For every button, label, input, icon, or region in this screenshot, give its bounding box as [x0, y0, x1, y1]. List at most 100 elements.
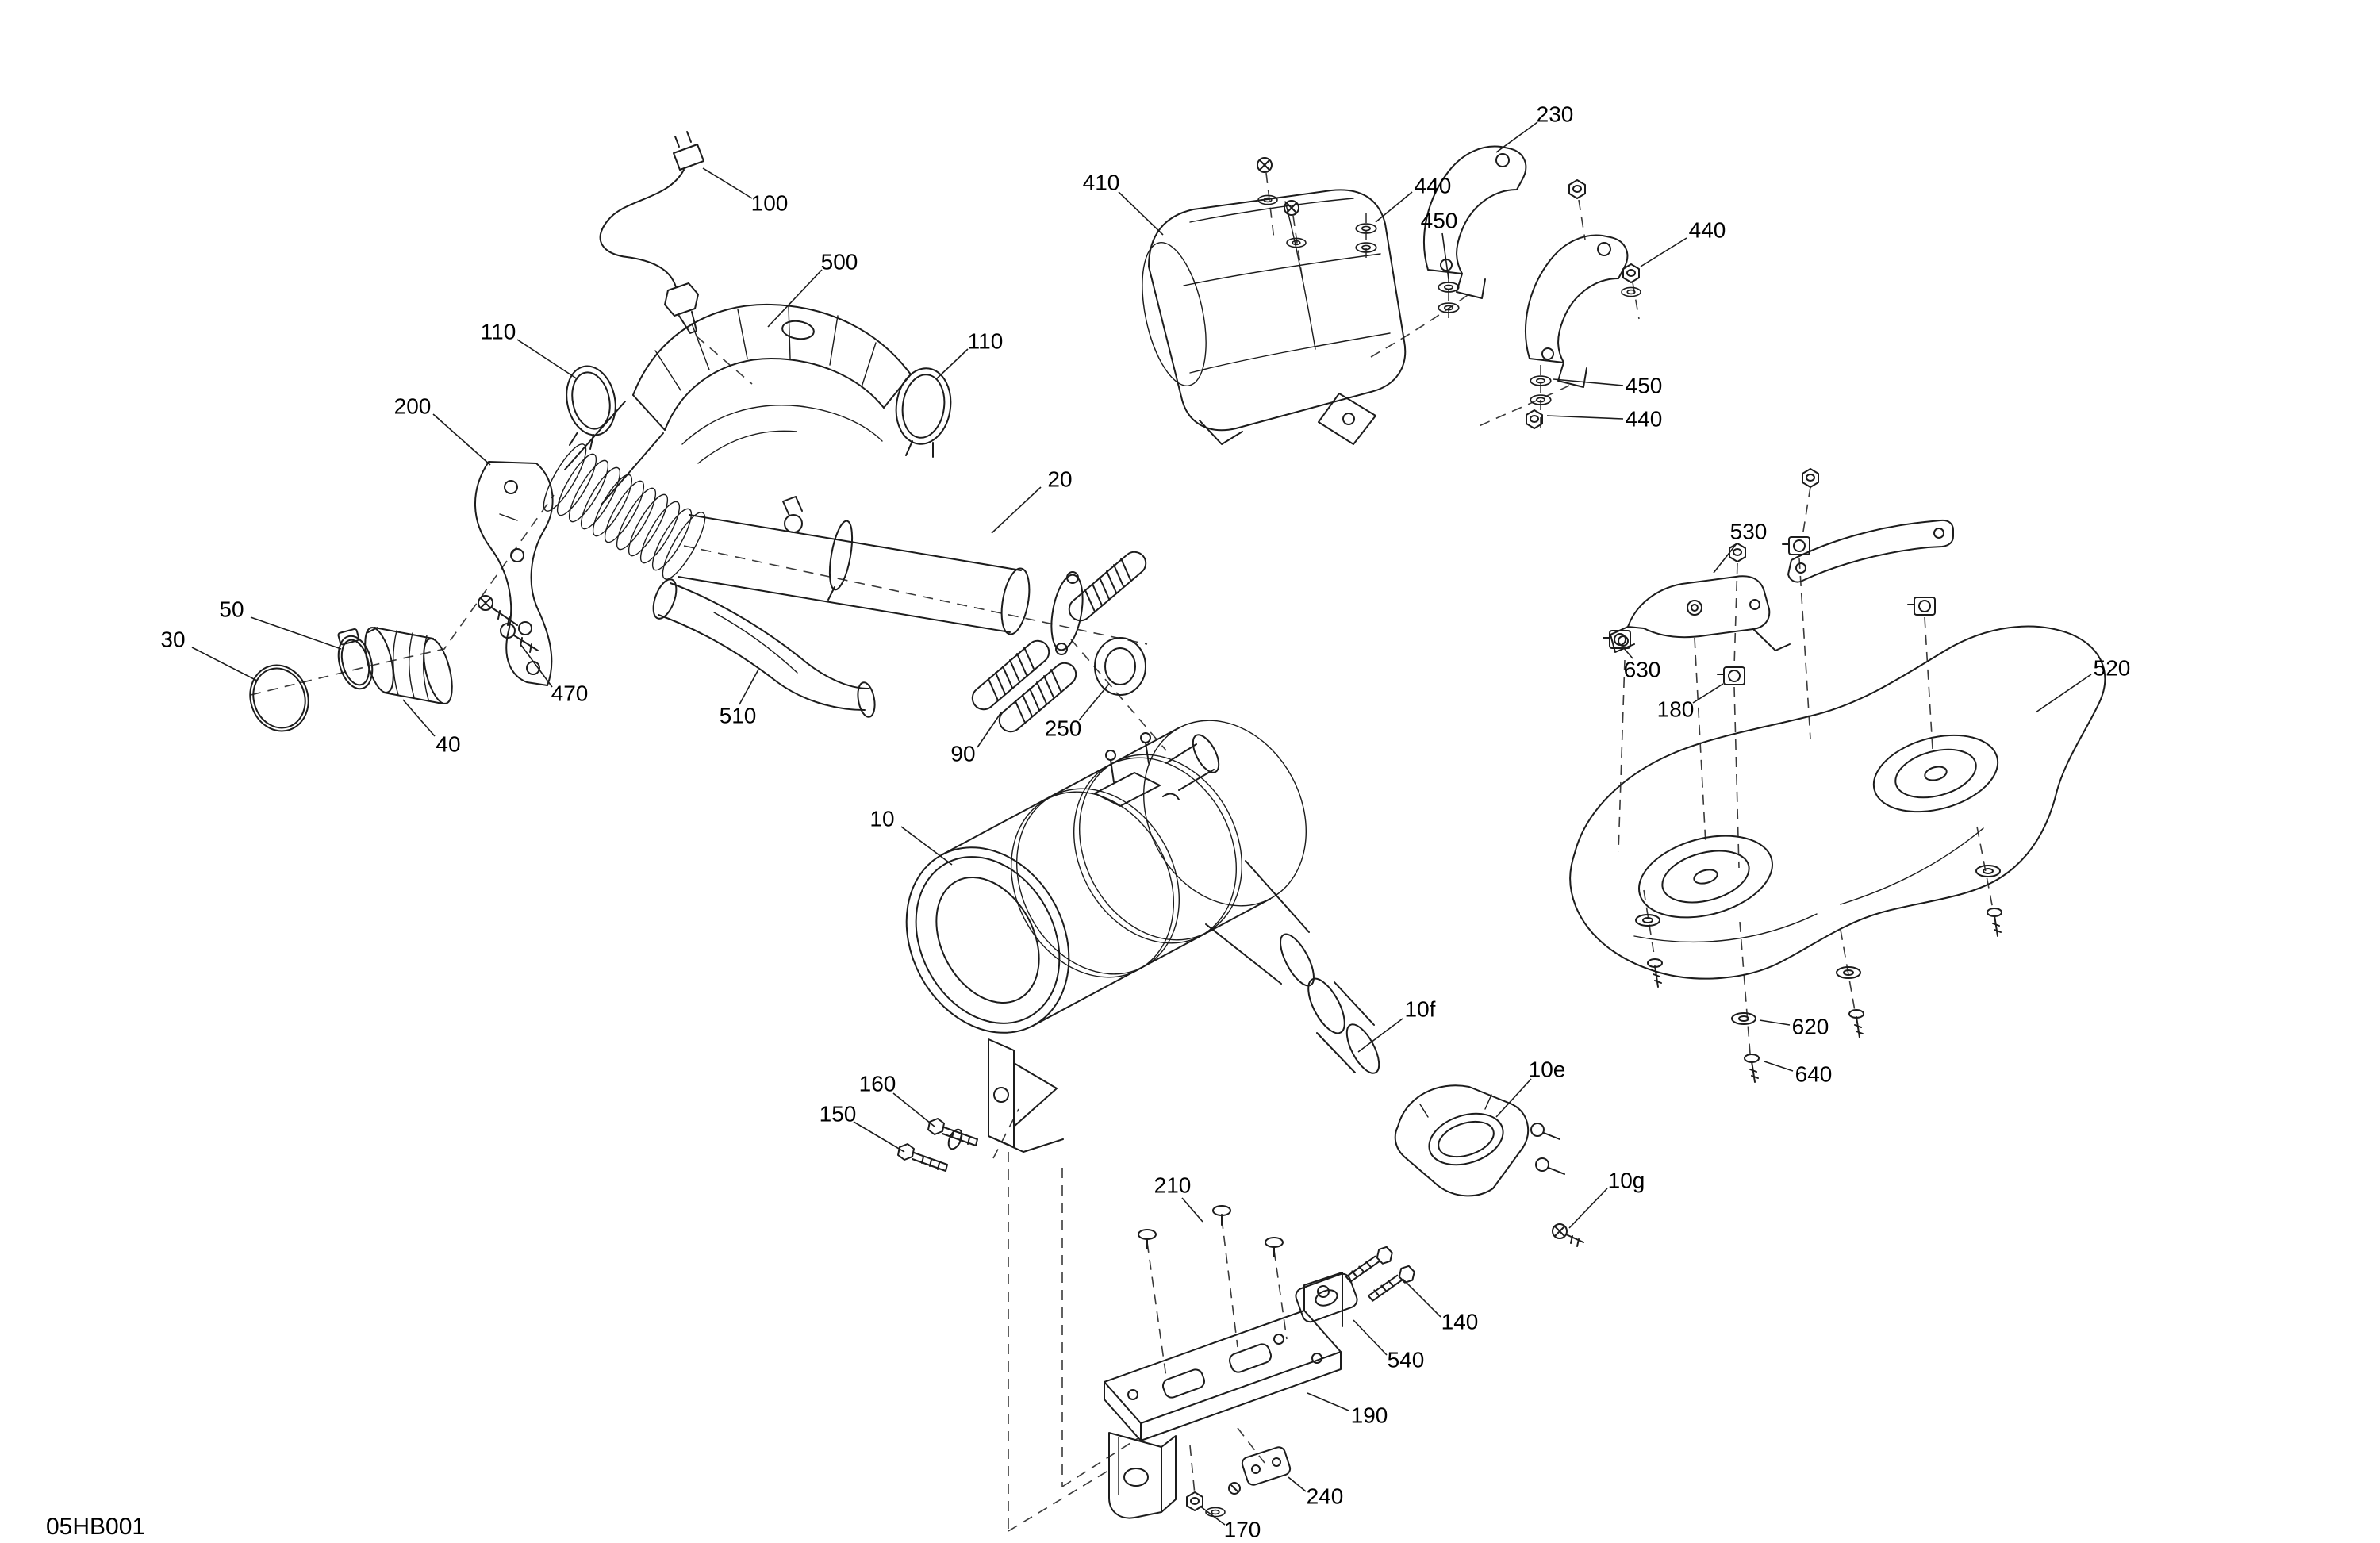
end-channel	[1108, 1432, 1177, 1519]
callout-470: 470	[551, 681, 589, 705]
callout-180: 180	[1657, 697, 1695, 721]
callout-90: 90	[950, 741, 975, 766]
flex-bellows	[543, 443, 706, 580]
callout-160: 160	[859, 1071, 896, 1096]
gasket-ring	[1094, 637, 1146, 696]
clamp-left	[566, 365, 616, 450]
callout-440: 440	[1626, 406, 1663, 431]
callout-240: 240	[1307, 1484, 1344, 1508]
callout-10g: 10g	[1608, 1168, 1645, 1192]
callout-30: 30	[160, 627, 185, 651]
oxygen-sensor	[599, 131, 704, 334]
leader-line	[1568, 1188, 1608, 1229]
callout-630: 630	[1624, 657, 1661, 681]
leader-line	[1078, 683, 1110, 721]
clamp-right	[895, 367, 952, 458]
callout-500: 500	[821, 249, 858, 274]
rod-bracket	[1787, 519, 1954, 583]
leader-line	[702, 167, 753, 199]
callout-190: 190	[1351, 1403, 1388, 1427]
leader-line	[1181, 1197, 1203, 1223]
bracket-screws-210	[1138, 1205, 1284, 1257]
leader-line	[191, 647, 258, 681]
mid-pipe	[678, 496, 1084, 655]
callout-450: 450	[1421, 208, 1458, 232]
leader-line	[1759, 1019, 1791, 1026]
mount-bolts	[897, 1118, 978, 1172]
leader-line	[1375, 191, 1413, 223]
rubber-mount	[1295, 1272, 1358, 1323]
exhaust-springs	[971, 551, 1147, 733]
clip-nuts	[1603, 468, 1936, 685]
leader-line	[767, 269, 823, 328]
outlet-guard	[1394, 1084, 1565, 1197]
leader-line	[402, 699, 436, 737]
diagram-code: 05HB001	[46, 1514, 145, 1540]
leader-line	[892, 1092, 935, 1127]
support-arm	[1610, 575, 1791, 653]
callout-150: 150	[820, 1101, 857, 1126]
leader-line	[1357, 1018, 1403, 1053]
callout-620: 620	[1792, 1014, 1829, 1038]
callout-440: 440	[1415, 173, 1452, 198]
leader-line	[853, 1121, 905, 1153]
leader-line	[1764, 1061, 1794, 1072]
heat-shield-plate	[1569, 625, 2106, 980]
leader-line	[1495, 121, 1538, 153]
band-clamp	[337, 627, 378, 690]
callout-520: 520	[2094, 655, 2131, 680]
callout-450: 450	[1626, 373, 1663, 397]
callout-20: 20	[1047, 466, 1072, 491]
leader-line	[1622, 647, 1633, 659]
leader-line	[520, 643, 553, 688]
leader-line	[1402, 1278, 1441, 1318]
leader-line	[900, 826, 953, 866]
callout-40: 40	[436, 731, 460, 756]
callout-410: 410	[1083, 170, 1120, 194]
callout-230: 230	[1537, 102, 1574, 126]
leader-line	[739, 669, 759, 705]
hanger-bracket-b	[1525, 234, 1629, 388]
leader-line	[977, 712, 1002, 748]
leader-line	[1640, 237, 1687, 267]
callout-540: 540	[1388, 1347, 1425, 1372]
leader-line	[1441, 232, 1449, 280]
callout-100: 100	[751, 190, 789, 215]
callout-50: 50	[219, 597, 244, 621]
leader-line	[1546, 415, 1624, 420]
callout-200: 200	[394, 393, 432, 418]
leader-line	[432, 413, 491, 466]
leader-line	[1553, 378, 1624, 386]
callout-110: 110	[481, 319, 516, 344]
callout-140: 140	[1441, 1309, 1479, 1334]
callout-170: 170	[1224, 1517, 1261, 1541]
leader-line	[1307, 1392, 1349, 1411]
leader-line	[1118, 191, 1164, 236]
callout-640: 640	[1795, 1061, 1833, 1086]
leader-line	[935, 348, 969, 380]
callout-110: 110	[968, 328, 1004, 353]
leader-line	[250, 616, 342, 650]
leader-line	[991, 486, 1042, 534]
mount-bracket	[474, 461, 554, 686]
callout-10: 10	[869, 806, 894, 831]
silencer	[1142, 157, 1407, 445]
callout-10f: 10f	[1405, 996, 1436, 1021]
leader-line	[1199, 1505, 1226, 1526]
callout-10e: 10e	[1529, 1057, 1566, 1081]
leader-line	[1713, 542, 1738, 574]
callout-530: 530	[1730, 519, 1768, 543]
o-ring	[249, 664, 309, 732]
callout-210: 210	[1154, 1173, 1192, 1197]
bracket-screws	[478, 595, 539, 653]
leader-line	[2035, 674, 2092, 713]
leader-line	[1288, 1476, 1307, 1492]
bottom-bracket	[1104, 1272, 1343, 1441]
guard-screw	[1552, 1223, 1584, 1247]
callout-440: 440	[1689, 217, 1726, 242]
leader-line	[1495, 1078, 1532, 1118]
tailpipe	[1307, 977, 1380, 1074]
